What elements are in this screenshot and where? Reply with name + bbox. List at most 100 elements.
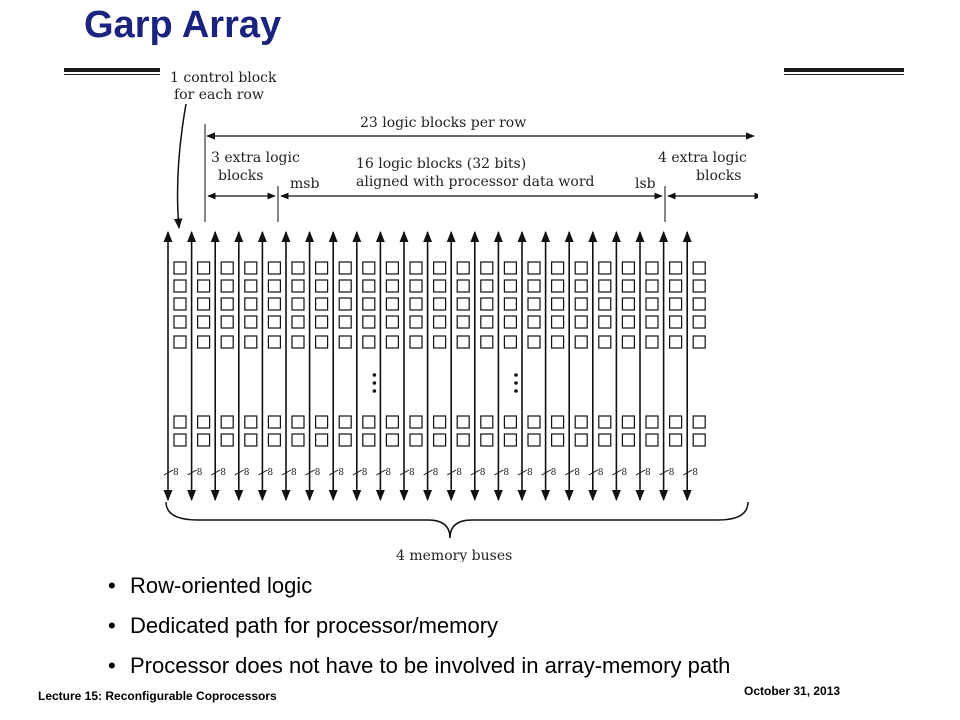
bus-width-tick — [258, 469, 268, 476]
bus-width-tick — [376, 469, 386, 476]
logic-block — [598, 261, 612, 275]
logic-block — [196, 297, 211, 311]
logic-block — [433, 297, 447, 311]
logic-block — [220, 315, 234, 329]
logic-block — [267, 297, 282, 311]
logic-block — [692, 415, 706, 429]
logic-block — [574, 279, 588, 293]
logic-block — [692, 297, 706, 311]
logic-block — [362, 261, 376, 275]
logic-block — [621, 279, 635, 293]
logic-block — [598, 315, 612, 329]
logic-block — [291, 261, 305, 275]
logic-block — [456, 279, 470, 293]
logic-block — [598, 335, 612, 349]
logic-block — [173, 315, 187, 329]
logic-block — [291, 335, 305, 349]
logic-block — [267, 335, 282, 349]
bus-width-label: 8 — [433, 468, 439, 478]
logic-block — [433, 261, 447, 275]
logic-block — [645, 433, 659, 447]
bus-width-tick — [564, 469, 575, 476]
bus-width-label: 8 — [645, 468, 651, 478]
logic-block — [196, 261, 211, 275]
bus-width-tick — [682, 469, 693, 476]
control-block-label-line2: for each row — [174, 87, 264, 103]
logic-block — [385, 335, 399, 349]
logic-block — [315, 279, 329, 293]
memory-buses-label: 4 memory buses — [396, 548, 512, 562]
bus-width-label: 8 — [244, 468, 250, 478]
row-span-dimension: 23 logic blocks per row — [204, 115, 755, 222]
logic-block — [173, 279, 187, 293]
logic-block — [362, 297, 376, 311]
logic-block — [480, 297, 494, 311]
bus-width-tick — [399, 469, 410, 476]
bus-width-tick — [612, 469, 622, 476]
logic-block — [527, 415, 541, 429]
ellipsis-dot — [372, 381, 377, 385]
logic-block — [173, 261, 187, 275]
logic-block — [527, 433, 541, 447]
logic-block — [621, 297, 635, 311]
logic-block — [621, 261, 635, 275]
logic-block — [669, 297, 683, 311]
logic-block — [433, 315, 447, 329]
logic-block — [409, 315, 423, 329]
logic-block — [692, 433, 706, 447]
bus-width-label: 8 — [551, 468, 557, 478]
ellipsis-dot — [514, 381, 518, 385]
logic-block — [409, 433, 423, 447]
logic-block — [196, 415, 211, 429]
logic-block — [196, 433, 211, 447]
bus-width-label: 8 — [291, 468, 297, 478]
logic-block — [338, 297, 352, 311]
logic-block — [456, 297, 470, 311]
logic-block — [173, 335, 187, 349]
bus-width-tick — [494, 469, 504, 476]
bus-width-tick — [541, 469, 551, 476]
logic-block — [551, 279, 565, 293]
bus-width-tick — [187, 469, 197, 476]
logic-block — [267, 415, 282, 429]
logic-block — [220, 415, 234, 429]
logic-block — [480, 279, 494, 293]
logic-block — [574, 335, 588, 349]
logic-block — [574, 315, 588, 329]
logic-block — [669, 335, 683, 349]
logic-block — [267, 433, 282, 447]
logic-block — [338, 261, 352, 275]
logic-block — [385, 279, 399, 293]
logic-block — [480, 433, 494, 447]
logic-block — [503, 335, 517, 349]
logic-block — [433, 279, 447, 293]
logic-block — [503, 261, 517, 275]
ellipsis-dot — [372, 389, 377, 393]
logic-block — [480, 315, 494, 329]
logic-block — [409, 335, 423, 349]
logic-block — [385, 261, 399, 275]
bus-width-label: 8 — [385, 468, 391, 478]
title-rule-right — [784, 68, 904, 75]
bus-width-label: 8 — [173, 468, 179, 478]
logic-block — [196, 335, 211, 349]
bus-width-label: 8 — [621, 468, 627, 478]
middle-label-line1: 16 logic blocks (32 bits) — [356, 156, 526, 172]
logic-block — [291, 297, 305, 311]
logic-block — [362, 433, 376, 447]
garp-array-diagram: 1 control block for each row 23 logic bl… — [163, 70, 758, 562]
logic-block — [315, 297, 329, 311]
logic-block — [551, 261, 565, 275]
logic-block — [433, 415, 447, 429]
logic-block — [645, 315, 659, 329]
logic-block — [244, 261, 258, 275]
bus-width-label: 8 — [503, 468, 509, 478]
extra-left-label-line2: blocks — [218, 168, 263, 184]
logic-block — [503, 297, 517, 311]
extra-right-label-line2: blocks — [696, 168, 741, 184]
logic-block — [409, 261, 423, 275]
bus-width-label: 8 — [574, 468, 580, 478]
logic-block — [480, 261, 494, 275]
logic-block — [503, 279, 517, 293]
logic-block — [220, 279, 234, 293]
